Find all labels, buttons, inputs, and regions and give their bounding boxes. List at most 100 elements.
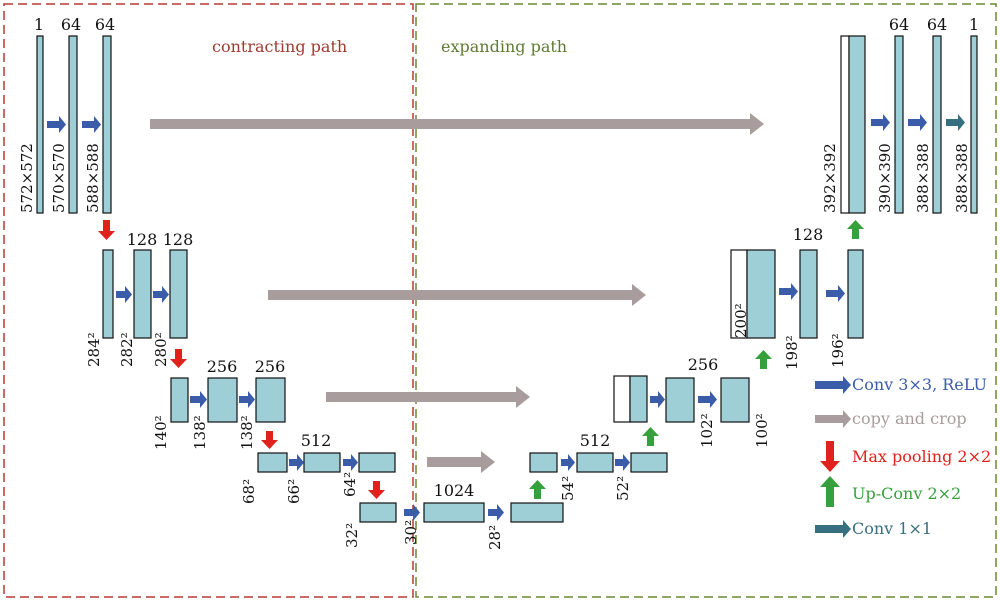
feature-map-r2-3 bbox=[847, 249, 864, 339]
conv-arrow bbox=[561, 454, 575, 471]
feature-map-r2-2 bbox=[799, 249, 818, 339]
conv-arrow bbox=[826, 285, 845, 302]
legend-label-conv1: Conv 1×1 bbox=[852, 519, 932, 538]
feature-map-r3-copied bbox=[613, 375, 631, 423]
feature-map-l5-2 bbox=[423, 502, 485, 523]
maxpool-arrow bbox=[368, 481, 385, 499]
feature-map-l5-1 bbox=[359, 502, 397, 523]
legend-item-pool: Max pooling 2×2 bbox=[820, 441, 991, 472]
feature-map-l5-3 bbox=[510, 502, 564, 523]
channel-label: 1 bbox=[34, 15, 44, 34]
feature-map-r2-1 bbox=[746, 249, 776, 339]
legend-item-conv1: Conv 1×1 bbox=[815, 519, 932, 538]
conv-arrow bbox=[650, 391, 665, 408]
conv-arrow bbox=[47, 116, 66, 133]
legend-label-up: Up-Conv 2×2 bbox=[852, 484, 961, 503]
conv-arrow bbox=[698, 391, 717, 408]
size-label: 54² bbox=[559, 476, 577, 501]
size-label: 30² bbox=[402, 520, 420, 545]
upconv-arrow bbox=[847, 220, 864, 239]
size-label: 282² bbox=[118, 332, 136, 367]
feature-map-l2-1 bbox=[102, 249, 114, 339]
size-label: 66² bbox=[285, 479, 303, 504]
size-label: 68² bbox=[240, 479, 258, 504]
feature-map-r1-3 bbox=[932, 35, 942, 214]
green-up-arrow-icon bbox=[820, 476, 840, 507]
size-label: 138² bbox=[191, 415, 209, 450]
feature-map-r3-2 bbox=[665, 377, 695, 423]
conv-arrow bbox=[190, 391, 207, 408]
gray-arrow-icon bbox=[815, 410, 851, 428]
legend-item-up: Up-Conv 2×2 bbox=[820, 476, 961, 507]
conv-arrow bbox=[488, 504, 504, 521]
feature-map-l2-3 bbox=[169, 249, 188, 339]
upconv-arrow bbox=[755, 350, 772, 369]
feature-map-r1-2 bbox=[894, 35, 904, 214]
size-label: 64² bbox=[341, 472, 359, 497]
conv1x1-arrow bbox=[946, 114, 965, 131]
size-label: 390×390 bbox=[876, 143, 894, 213]
size-label: 388×388 bbox=[953, 143, 971, 213]
upconv-arrows bbox=[529, 220, 864, 499]
contracting-path-region bbox=[3, 3, 414, 598]
blue-arrow-icon bbox=[815, 376, 851, 394]
feature-map-l2-2 bbox=[133, 249, 152, 339]
size-label: 138² bbox=[238, 415, 256, 450]
copy-crop-arrow-level4 bbox=[427, 451, 495, 473]
feature-map-r4-2 bbox=[576, 452, 614, 473]
conv-arrow bbox=[908, 114, 927, 131]
legend-label-conv: Conv 3×3, ReLU bbox=[852, 375, 987, 394]
channel-label: 64 bbox=[61, 15, 81, 34]
channel-label: 256 bbox=[255, 357, 286, 376]
legend-label-copy: copy and crop bbox=[852, 409, 967, 428]
feature-map-l3-2 bbox=[207, 377, 238, 423]
channel-label: 64 bbox=[927, 15, 947, 34]
legend-label-pool: Max pooling 2×2 bbox=[852, 447, 991, 466]
upconv-arrow bbox=[642, 427, 659, 446]
size-label: 284² bbox=[85, 332, 103, 367]
copy-crop-arrow-level1 bbox=[150, 113, 764, 135]
conv-arrow bbox=[404, 504, 420, 521]
feature-map-l3-1 bbox=[170, 377, 189, 423]
size-label: 388×388 bbox=[914, 143, 932, 213]
feature-map-r1-copied bbox=[840, 35, 850, 214]
contracting-path-label: contracting path bbox=[212, 37, 347, 56]
channel-label: 128 bbox=[163, 230, 194, 249]
size-label: 570×570 bbox=[50, 143, 68, 213]
maxpool-arrow bbox=[170, 349, 187, 368]
size-label: 588×588 bbox=[84, 143, 102, 213]
size-label: 102² bbox=[698, 413, 716, 448]
size-label: 196² bbox=[829, 333, 847, 368]
legend-item-copy: copy and crop bbox=[815, 409, 967, 428]
conv-arrow bbox=[615, 454, 630, 471]
channel-label: 64 bbox=[889, 15, 909, 34]
feature-map-r1-1 bbox=[848, 35, 866, 214]
size-label: 28² bbox=[486, 525, 504, 550]
channel-label: 64 bbox=[95, 15, 115, 34]
channel-label: 128 bbox=[127, 230, 158, 249]
conv-arrow bbox=[239, 391, 255, 408]
maxpool-arrow bbox=[261, 431, 278, 449]
size-label: 100² bbox=[753, 413, 771, 448]
channel-label: 1024 bbox=[434, 481, 475, 500]
conv-arrow bbox=[779, 283, 798, 300]
conv-arrow bbox=[343, 454, 358, 471]
channel-label: 256 bbox=[207, 357, 238, 376]
conv-arrow bbox=[871, 114, 890, 131]
expanding-path-region bbox=[415, 3, 997, 598]
channel-label: 1 bbox=[969, 15, 979, 34]
size-label: 392×392 bbox=[821, 143, 839, 213]
red-down-arrow-icon bbox=[820, 441, 840, 472]
channel-label: 128 bbox=[793, 225, 824, 244]
conv-arrow bbox=[289, 454, 304, 471]
size-label: 140² bbox=[152, 415, 170, 450]
maxpool-arrows bbox=[98, 220, 385, 499]
size-label: 572×572 bbox=[18, 143, 36, 213]
feature-map-r4-1 bbox=[529, 452, 558, 473]
channel-label: 512 bbox=[301, 431, 332, 450]
feature-map-l1-3 bbox=[102, 35, 112, 214]
feature-map-l1-2 bbox=[68, 35, 78, 214]
feature-map-l4-3 bbox=[358, 452, 396, 473]
channel-label: 256 bbox=[688, 355, 719, 374]
